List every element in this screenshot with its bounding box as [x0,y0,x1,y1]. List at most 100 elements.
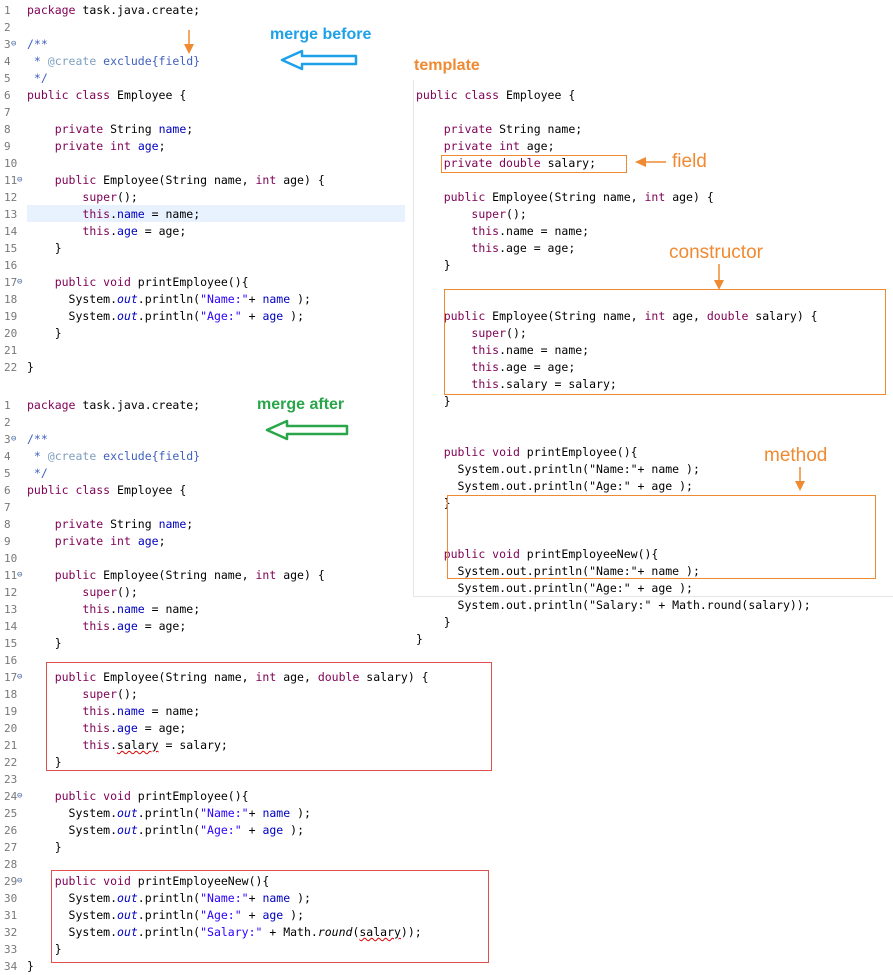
field-arrow-icon [635,157,666,167]
line-number: 13 [4,603,18,616]
line-number: 22 [4,361,18,374]
line-number: 28 [4,858,18,871]
code-line: 14 this.age = age; [0,618,495,635]
line-number: 16 [4,654,18,667]
line-number: 11 [4,569,18,582]
line-number: 23 [4,773,18,786]
field-box [441,155,627,173]
editor-template[interactable]: public class Employee { private String n… [413,80,893,646]
fold-toggle-icon[interactable]: ⊖ [17,876,23,886]
line-number: 12 [4,191,18,204]
merge-before-arrow-icon [280,49,358,71]
line-number: 30 [4,892,18,905]
code-line: 7 [0,104,405,121]
code-line: 4 * @create exclude{field} [0,448,495,465]
code-line: 12 super(); [0,584,495,601]
line-number: 24 [4,790,18,803]
code-text: public class Employee { [27,88,187,102]
fold-toggle-icon[interactable]: ⊖ [11,39,17,49]
code-line: 21 this.salary = salary; [0,737,495,754]
code-line: 18 super(); [0,686,495,703]
template-code-line: System.out.println("Age:" + age ); [416,581,693,595]
line-number: 4 [4,450,11,463]
code-line: 12 super(); [0,189,405,206]
template-code-line: this.name = name; [471,343,590,357]
code-text: this.name = name; [82,602,201,616]
template-code-line: private int age; [443,139,555,153]
code-line: 4 * @create exclude{field} [0,53,405,70]
code-text: this.salary = salary; [82,738,228,752]
fold-toggle-icon[interactable]: ⊖ [17,570,23,580]
line-number: 12 [4,586,18,599]
template-code-line: } [416,632,423,646]
code-text: * @create exclude{field} [27,449,201,463]
template-code-line: public class Employee { [416,88,576,102]
code-line: 14 this.age = age; [0,223,405,240]
code-text: this.age = age; [82,224,187,238]
current-line-highlight [27,205,405,222]
line-number: 4 [4,55,11,68]
line-number: 14 [4,620,18,633]
code-line: 16 [0,257,405,274]
merge-after-arrow-icon [265,419,349,441]
code-text: public Employee(String name, int age, do… [54,670,429,684]
fold-toggle-icon[interactable]: ⊖ [17,277,23,287]
line-number: 2 [4,416,11,429]
code-text: public void printEmployeeNew(){ [54,874,270,888]
line-number: 7 [4,106,11,119]
code-line: 13 this.name = name; [0,601,495,618]
code-line: 17⊖ public void printEmployee(){ [0,274,405,291]
code-line: 33 } [0,941,495,958]
template-code-line: } [416,615,451,629]
code-text: public Employee(String name, int age) { [54,173,325,187]
line-number: 9 [4,140,11,153]
code-text: this.age = age; [82,721,187,735]
code-line: 10 [0,155,405,172]
code-line: 2 [0,19,405,36]
template-code-line: public Employee(String name, int age) { [443,190,714,204]
code-text: System.out.println("Name:"+ name ); [27,292,311,306]
template-code-line: public void printEmployee(){ [443,445,638,459]
line-number: 13 [4,208,18,221]
fold-toggle-icon[interactable]: ⊖ [17,672,23,682]
line-number: 5 [4,467,11,480]
code-text: super(); [82,190,138,204]
template-code-line: System.out.println("Name:"+ name ); [416,564,700,578]
line-number: 18 [4,688,18,701]
code-line: 7 [0,499,495,516]
template-code-line: super(); [471,326,527,340]
merge-before-label: merge before [270,26,372,43]
template-code-line: this.salary = salary; [471,377,617,391]
code-line: 22 } [0,754,495,771]
code-text: package task.java.create; [27,3,201,17]
line-number: 16 [4,259,18,272]
line-number: 19 [4,310,18,323]
code-line: 20 this.age = age; [0,720,495,737]
line-number: 21 [4,739,18,752]
line-number: 1 [4,399,11,412]
exclude-field-arrow-icon [184,30,194,54]
code-line: 13 this.name = name; [0,206,405,223]
method-arrow-icon [795,467,805,491]
code-line: 27 } [0,839,495,856]
line-number: 9 [4,535,11,548]
code-line: 3⊖/** [0,431,495,448]
template-code-line: this.age = age; [471,360,576,374]
fold-toggle-icon[interactable]: ⊖ [17,791,23,801]
code-text: } [27,755,62,769]
line-number: 31 [4,909,18,922]
code-line: 10 [0,550,495,567]
code-text: public void printEmployee(){ [54,275,249,289]
constructor-arrow-icon [714,264,724,290]
template-code-line: System.out.println("Age:" + age ); [416,479,693,493]
fold-toggle-icon[interactable]: ⊖ [11,434,17,444]
code-line: 29⊖ public void printEmployeeNew(){ [0,873,495,890]
line-number: 8 [4,123,11,136]
fold-toggle-icon[interactable]: ⊖ [17,175,23,185]
code-line: 9 private int age; [0,533,495,550]
code-line: 32 System.out.println("Salary:" + Math.r… [0,924,495,941]
